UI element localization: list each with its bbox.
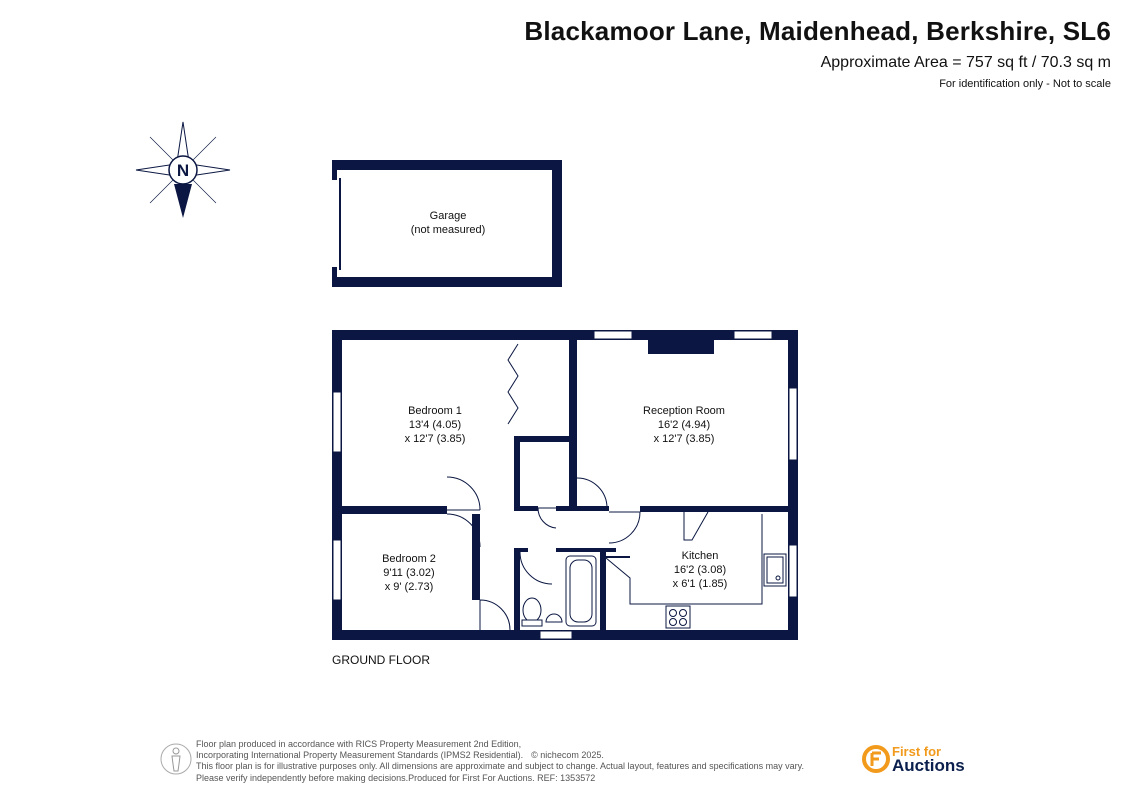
kitchen-fittings [605, 514, 787, 629]
kitchen-dim2: x 6'1 (1.85) [673, 578, 728, 590]
garage [332, 160, 562, 287]
footer-line-4: Please verify independently before makin… [196, 772, 596, 783]
person-icon [160, 743, 192, 775]
bathroom-fixtures [521, 555, 597, 627]
identification-note: For identification only - Not to scale [939, 78, 1111, 90]
floor-label: GROUND FLOOR [332, 653, 431, 667]
footer-line-2: Incorporating International Property Mea… [196, 750, 524, 761]
room-labels: Garage (not measured) Bedroom 1 13'4 (4.… [382, 210, 727, 593]
footer-line-3: This floor plan is for illustrative purp… [196, 761, 804, 772]
bedroom2-name: Bedroom 2 [382, 553, 436, 565]
footer-disclaimer: Floor plan produced in accordance with R… [196, 739, 804, 784]
compass-label: N [177, 161, 189, 180]
garage-name: Garage [430, 210, 467, 222]
logo-text-auctions: Auctions [892, 756, 965, 775]
garage-size: (not measured) [411, 224, 486, 236]
footer-line-2-wrap: Incorporating International Property Mea… [196, 750, 804, 761]
approximate-area: Approximate Area = 757 sq ft / 70.3 sq m [820, 54, 1111, 71]
kitchen-dim1: 16'2 (3.08) [674, 564, 726, 576]
reception-name: Reception Room [643, 405, 725, 417]
kitchen-name: Kitchen [682, 550, 719, 562]
page-title: Blackamoor Lane, Maidenhead, Berkshire, … [524, 16, 1111, 46]
ground-floor-walls [332, 330, 798, 640]
bedroom1-dim2: x 12'7 (3.85) [405, 433, 466, 445]
logo-text-first-for: First for [892, 744, 942, 759]
compass-icon: N [135, 121, 231, 218]
bedroom1-dim1: 13'4 (4.05) [409, 419, 461, 431]
reception-dim1: 16'2 (4.94) [658, 419, 710, 431]
bedroom1-name: Bedroom 1 [408, 405, 462, 417]
footer-line-1: Floor plan produced in accordance with R… [196, 739, 522, 749]
windows [332, 330, 798, 640]
footer-copyright: © nichecom 2025. [531, 750, 604, 761]
first-for-auctions-logo-icon [862, 745, 890, 773]
doors [446, 343, 709, 631]
reception-dim2: x 12'7 (3.85) [654, 433, 715, 445]
bedroom2-dim1: 9'11 (3.02) [383, 567, 434, 579]
bedroom2-dim2: x 9' (2.73) [385, 581, 434, 593]
